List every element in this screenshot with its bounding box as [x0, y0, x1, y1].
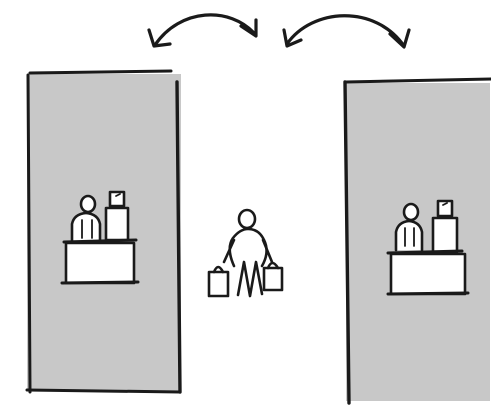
- left-store-fill: [27, 74, 181, 391]
- left-curved-double-arrow-icon: [149, 15, 256, 46]
- right-store-panel: [345, 79, 491, 403]
- right-curved-double-arrow-icon: [284, 16, 409, 47]
- left-store-panel: [27, 71, 181, 392]
- shopper-with-bags-icon: [209, 210, 282, 296]
